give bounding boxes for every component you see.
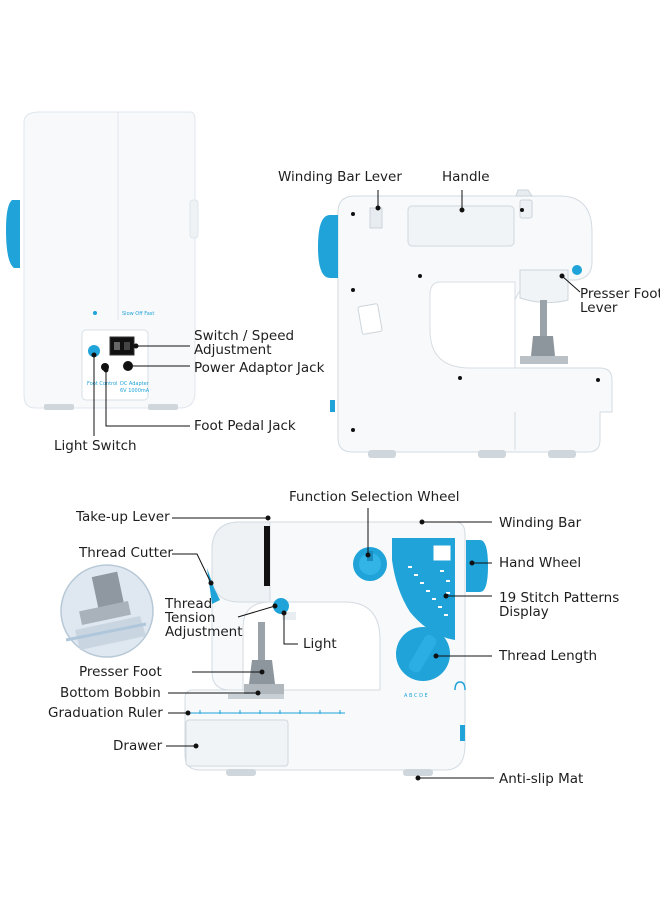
label-switch-speed-1: Switch / Speed: [194, 328, 295, 344]
label-light-switch: Light Switch: [54, 438, 137, 454]
anti-slip-mat: [403, 769, 433, 776]
label-stitch-patterns-1: 19 Stitch Patterns: [499, 590, 620, 606]
label-presser-foot-lever-2: Lever: [580, 300, 618, 316]
drawer[interactable]: [185, 719, 289, 767]
label-anti-slip-mat: Anti-slip Mat: [499, 771, 584, 787]
stitch-display-panel: [392, 538, 455, 640]
label-take-up-lever: Take-up Lever: [76, 509, 170, 525]
leader-lines: [91, 190, 581, 781]
take-up-lever[interactable]: [264, 526, 270, 586]
winding-bar-lever[interactable]: [369, 207, 383, 229]
label-presser-foot: Presser Foot: [79, 664, 162, 680]
side-view-machine: Slow Off Fast Foot Control DC Adapter 6V…: [6, 111, 199, 410]
rocker-switch[interactable]: [109, 336, 135, 356]
label-drawer: Drawer: [113, 738, 163, 754]
label-thread-length: Thread Length: [499, 648, 598, 664]
side-panel-top-label: Slow Off Fast: [122, 311, 154, 317]
label-power-adaptor-jack: Power Adaptor Jack: [194, 360, 325, 376]
label-winding-bar: Winding Bar: [499, 515, 582, 531]
length-letters: A B C D E: [404, 693, 428, 699]
foot-control-mark: Foot Control: [87, 381, 117, 387]
adapter-mark-2: 6V 1000mA: [120, 388, 150, 394]
presser-foot-zoom: [60, 564, 154, 658]
hand-wheel[interactable]: [466, 540, 488, 592]
back-view-machine: [318, 189, 613, 458]
light-switch-button[interactable]: [88, 345, 100, 357]
adapter-mark-1: DC Adapter: [120, 381, 150, 387]
thread-tension-knob[interactable]: [273, 598, 289, 614]
label-function-selection-wheel: Function Selection Wheel: [289, 489, 460, 505]
label-switch-speed-2: Adjustment: [194, 342, 272, 358]
front-view-machine: A B C D E: [184, 521, 488, 776]
stitch-marks: [408, 566, 450, 616]
label-light: Light: [303, 636, 337, 652]
thread-cutter: [207, 568, 220, 604]
label-thread-tension-2: Tension: [165, 610, 216, 626]
label-thread-tension-3: Adjustment: [165, 624, 243, 640]
label-hand-wheel: Hand Wheel: [499, 555, 582, 571]
label-thread-tension-1: Thread: [165, 596, 213, 612]
label-presser-foot-lever-1: Presser Foot: [580, 286, 660, 302]
side-hand-wheel: [6, 200, 20, 268]
label-winding-bar-lever: Winding Bar Lever: [278, 169, 402, 185]
label-stitch-patterns-2: Display: [499, 604, 549, 620]
label-graduation-ruler: Graduation Ruler: [48, 705, 163, 721]
label-thread-cutter: Thread Cutter: [79, 545, 173, 561]
handle: [407, 205, 515, 247]
back-hand-wheel: [318, 215, 338, 278]
label-bottom-bobbin: Bottom Bobbin: [60, 685, 161, 701]
label-handle: Handle: [442, 169, 490, 185]
label-foot-pedal-jack: Foot Pedal Jack: [194, 418, 296, 434]
